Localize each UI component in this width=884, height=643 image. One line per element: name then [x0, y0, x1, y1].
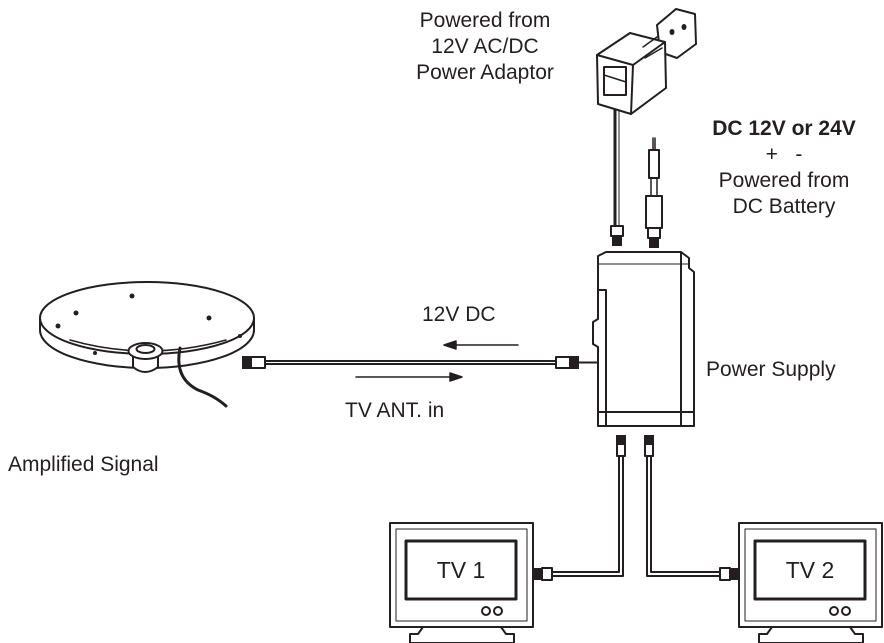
battery-caption: DC 12V or 24V + - Powered from DC Batter…	[684, 116, 884, 220]
antenna-label: Amplified Signal	[8, 453, 159, 476]
dc-direction-label: 12V DC	[422, 303, 496, 326]
tv2-cable	[644, 435, 739, 581]
adaptor-caption-line-3: Power Adaptor	[416, 61, 554, 84]
adaptor-icon	[596, 8, 697, 246]
tv-in-label: TV ANT. in	[345, 399, 445, 422]
power-supply-icon	[592, 251, 695, 427]
dc-direction-arrow	[443, 340, 519, 350]
signal-direction-arrow	[355, 372, 463, 382]
coax-cable	[242, 356, 599, 369]
adaptor-caption-line-2: 12V AC/DC	[431, 35, 539, 58]
tv1-label: TV 1	[436, 557, 486, 583]
adaptor-caption-line-1: Powered from	[419, 9, 551, 32]
tv1-cable	[533, 435, 626, 581]
tv1-icon	[389, 522, 534, 643]
power-supply-label: Power Supply	[706, 358, 836, 381]
battery-polarity: + -	[765, 143, 803, 166]
tv2-icon	[738, 522, 883, 643]
battery-lead-icon	[645, 137, 663, 248]
battery-voltage: DC 12V or 24V	[712, 117, 856, 140]
battery-caption-line-1: Powered from	[718, 169, 850, 192]
battery-caption-line-2: DC Battery	[732, 195, 836, 218]
antenna-icon	[39, 281, 255, 408]
adaptor-caption: Powered from 12V AC/DC Power Adaptor	[380, 8, 590, 86]
tv2-label: TV 2	[785, 557, 835, 583]
